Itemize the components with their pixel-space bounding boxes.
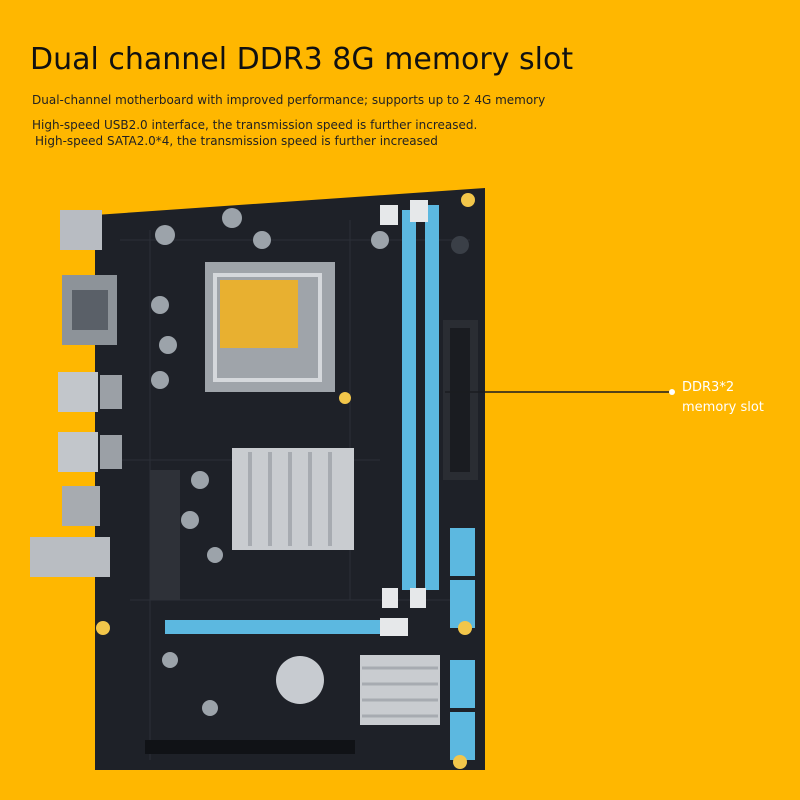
ram-slot-1 (402, 210, 416, 590)
sata-port-2 (450, 580, 475, 628)
description-line-2: High-speed USB2.0 interface, the transmi… (32, 118, 478, 132)
sata-port-3 (450, 660, 475, 708)
atx-power-connector (150, 470, 180, 600)
ram-callout: DDR3*2 memory slot (682, 378, 764, 418)
usb-port-pair-1 (58, 372, 98, 412)
usb-port-top (60, 210, 102, 250)
sata-port-1 (450, 528, 475, 576)
sata-port-4 (450, 712, 475, 760)
pcie-slot (165, 620, 380, 634)
ram-slot-2 (425, 205, 439, 590)
usb-port-pair-2 (58, 432, 98, 472)
callout-dot (669, 389, 675, 395)
northbridge-heatsink (232, 448, 354, 550)
callout-line-1: DDR3*2 (682, 380, 735, 395)
callout-line-2: memory slot (682, 400, 764, 415)
page-title: Dual channel DDR3 8G memory slot (30, 42, 574, 77)
pci-slot (145, 740, 355, 754)
audio-port (30, 537, 110, 577)
description-line-1: Dual-channel motherboard with improved p… (32, 93, 546, 107)
description-line-3: High-speed SATA2.0*4, the transmission s… (35, 134, 438, 148)
ethernet-port (62, 486, 100, 526)
